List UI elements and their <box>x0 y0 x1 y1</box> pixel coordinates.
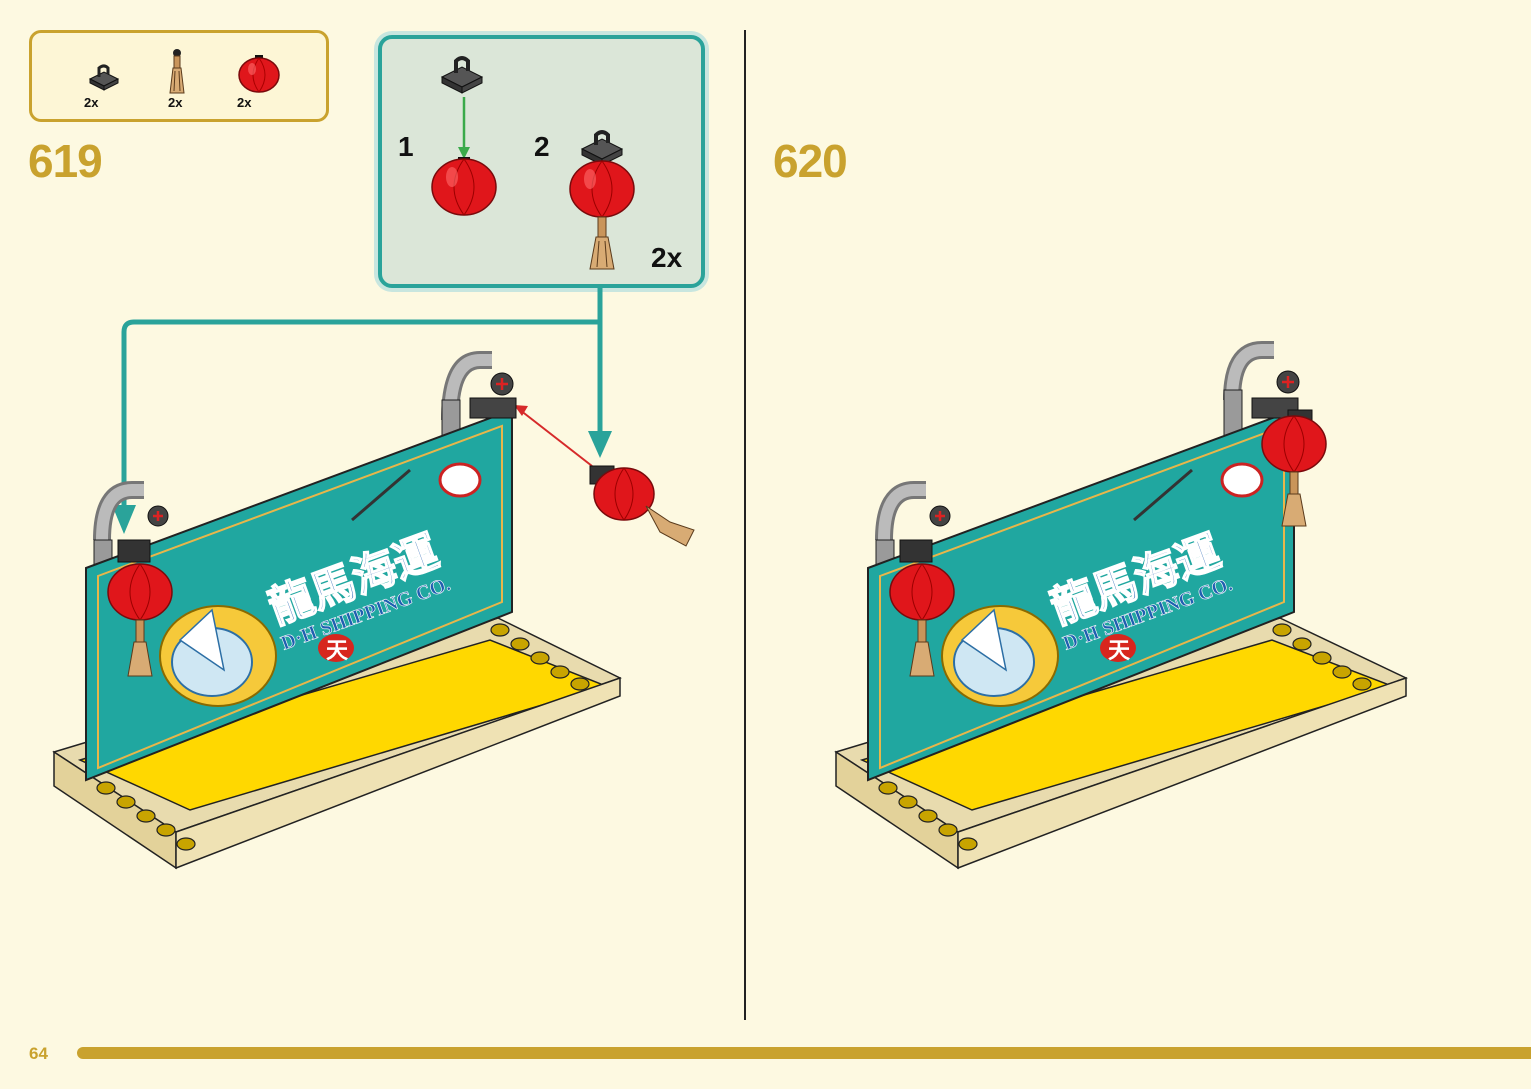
step-619-model: 龍馬海運 D·H SHIPPING CO. 天 <box>52 351 695 870</box>
sub-assembly-quantity: 2x <box>651 242 683 273</box>
sign-panel <box>867 408 1295 782</box>
tassel-icon <box>169 49 185 94</box>
sign-panel <box>85 408 513 782</box>
sub-step-2: 2 <box>534 131 550 162</box>
part-qty-clip: 2x <box>84 95 99 110</box>
lantern-incoming <box>589 465 695 547</box>
lantern-right <box>1261 409 1327 527</box>
part-qty-lantern: 2x <box>237 95 252 110</box>
parts-list-box: 2x 2x 2x <box>29 30 329 122</box>
step-620-model: 龍馬海運 D·H SHIPPING CO. 天 <box>834 341 1408 870</box>
sub-step-1: 1 <box>398 131 414 162</box>
red-lantern-icon <box>238 55 280 93</box>
step-number-620: 620 <box>773 135 848 187</box>
base-plate <box>52 617 622 870</box>
right-clip <box>1251 370 1300 419</box>
page-divider <box>744 30 746 1020</box>
lantern-left <box>107 563 173 677</box>
sub-assembly-callout: 1 2 2x <box>378 35 705 288</box>
left-clip <box>899 505 951 563</box>
step-number-619: 619 <box>28 135 103 187</box>
sub-step-1-illustration <box>431 56 497 216</box>
sign-seal-char: 天 <box>326 639 349 664</box>
left-clip <box>117 505 169 563</box>
clip-plate-icon <box>88 64 120 91</box>
sign-seal-char: 天 <box>1108 639 1131 664</box>
part-qty-tassel: 2x <box>168 95 183 110</box>
footer-bar <box>77 1047 1531 1059</box>
right-clip <box>469 372 517 419</box>
page-number: 64 <box>29 1044 48 1063</box>
sub-step-2-illustration <box>569 130 635 270</box>
lantern-left <box>889 563 955 677</box>
base-plate <box>834 617 1408 870</box>
